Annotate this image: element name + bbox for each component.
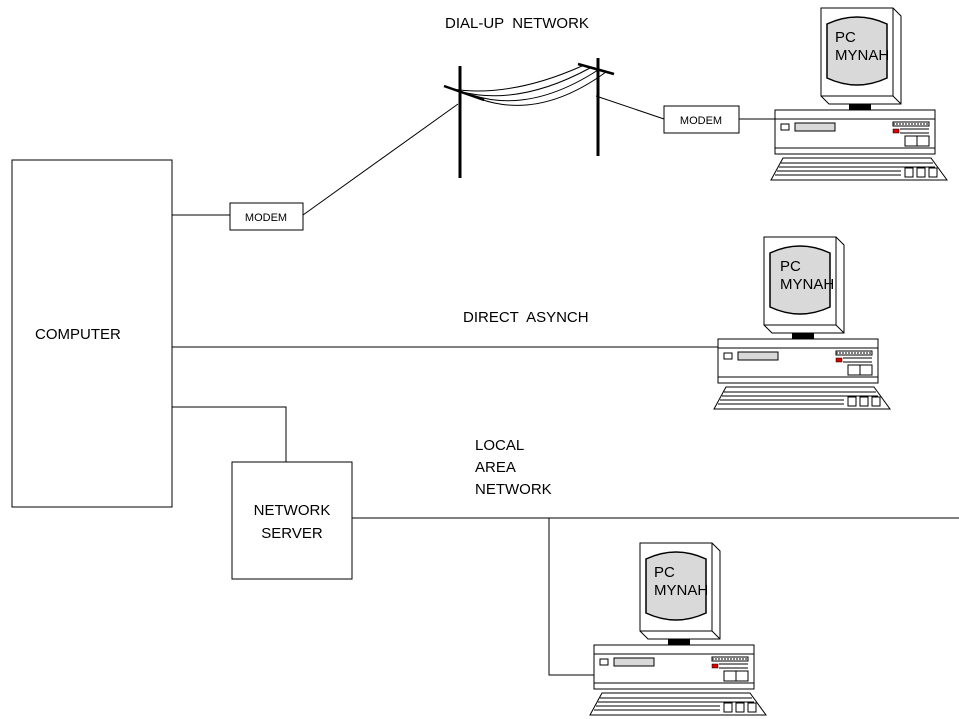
network-server-label-line2: SERVER [261,525,323,542]
pole-right-crossarm [577,62,615,76]
computer-to-server-line [172,406,287,462]
modem-left-label: MODEM [245,212,287,224]
telephone-wires [451,65,607,106]
pc-dialup-label-line1: PC [835,29,856,46]
network-server-label-line1: NETWORK [254,502,331,519]
pc-dialup: PC MYNAH [770,7,948,181]
pole-left-crossarm [443,84,485,102]
modem-right-label: MODEM [680,115,722,127]
modem-left-box [229,202,304,231]
direct-asynch-label: DIRECT ASYNCH [463,309,589,326]
lan-label-line3: NETWORK [475,481,552,498]
lan-label-line2: AREA [475,459,516,476]
pc-lan-label-line2: MYNAH [654,582,708,599]
pole-to-right-modem-line [595,95,665,120]
computer-box [11,159,173,508]
pc-direct-label-line1: PC [780,258,801,275]
dialup-network-label: DIAL-UP NETWORK [445,15,589,32]
network-server-box [231,461,353,580]
telephone-poles [443,58,615,178]
pc-lan-label-line1: PC [654,564,675,581]
lan-label-line1: LOCAL [475,437,524,454]
pc-direct-label-line2: MYNAH [780,276,834,293]
lan-drop-line [548,518,612,676]
pc-lan: PC MYNAH [589,542,767,716]
computer-label: COMPUTER [35,326,121,343]
pc-direct: PC MYNAH [713,236,891,410]
left-modem-to-pole-line [302,103,459,216]
modem-right-box [663,105,740,134]
pc-dialup-label-line2: MYNAH [835,47,889,64]
connection-lines [172,95,959,676]
